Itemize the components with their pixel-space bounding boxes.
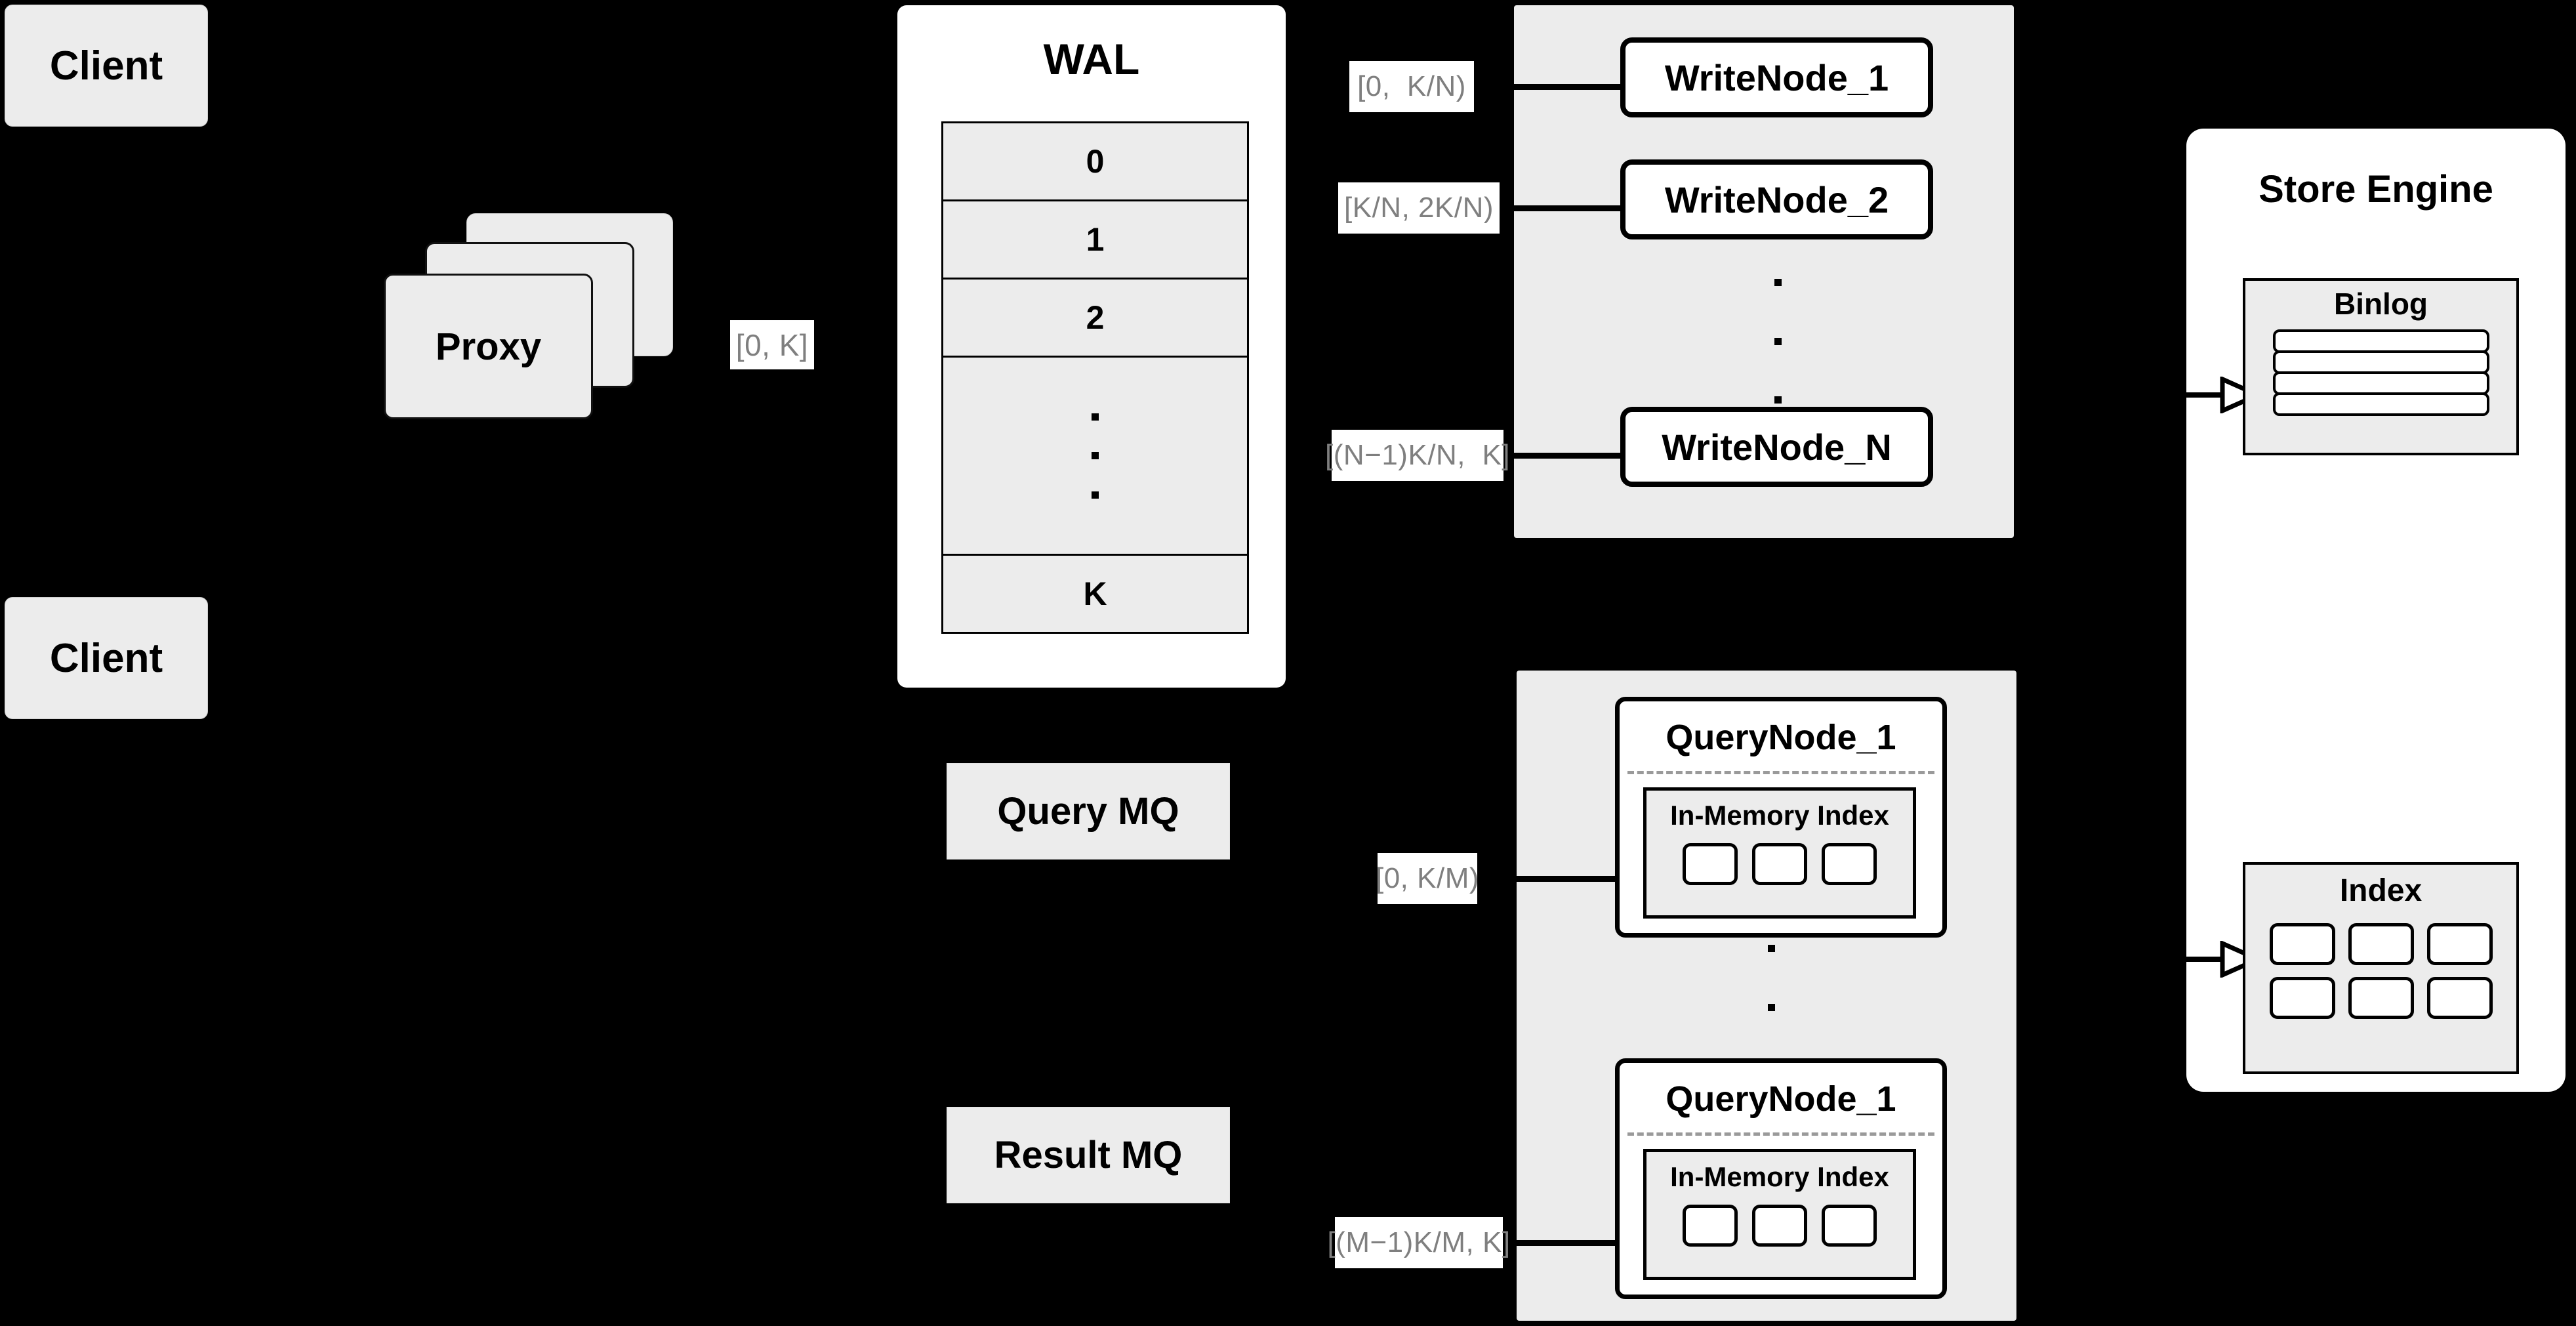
index-slot[interactable] (2426, 923, 2493, 965)
binlog-slot-stack (2272, 329, 2489, 416)
binlog-panel: Binlog (2243, 278, 2519, 455)
result-mq-label: Result MQ (994, 1134, 1183, 1176)
hollow-arrow-icon (2220, 377, 2260, 413)
write-node-n[interactable]: WriteNode_N (1620, 407, 1933, 487)
ellipsis-dot (1092, 491, 1099, 499)
proxy-label: Proxy (435, 325, 542, 368)
proxy-node[interactable]: Proxy (384, 274, 593, 419)
query-node-m-divider (1627, 1132, 1934, 1136)
write-node-2-label: WriteNode_2 (1664, 178, 1889, 220)
ellipsis-dot (1092, 452, 1099, 459)
index-slot[interactable] (2269, 977, 2335, 1019)
index-slot[interactable] (1683, 843, 1738, 885)
store-engine-title: Store Engine (2259, 167, 2493, 211)
edge-label-proxy-to-wal: [0, K] (730, 320, 814, 369)
index-slot[interactable] (2348, 923, 2414, 965)
ellipsis-dot (1767, 945, 1775, 952)
binlog-slot[interactable] (2272, 329, 2489, 353)
in-memory-index-m: In-Memory Index (1643, 1149, 1916, 1280)
binlog-slot[interactable] (2272, 392, 2489, 416)
edge-label-query-node-1: [0, K/M) (1376, 853, 1479, 904)
wal-title: WAL (1043, 35, 1140, 83)
index-slot[interactable] (1683, 1205, 1738, 1247)
wal-row: 0 (943, 123, 1247, 201)
hollow-arrow-icon (2220, 941, 2260, 978)
arrow-to-binlog (2179, 374, 2264, 416)
query-node-1-label: QueryNode_1 (1666, 718, 1896, 757)
index-slot[interactable] (1752, 843, 1807, 885)
index-slot[interactable] (1822, 1205, 1877, 1247)
wal-row: K (1083, 575, 1107, 612)
index-slot-grid (2269, 923, 2493, 1019)
proxy-stack[interactable]: Proxy (384, 213, 673, 430)
client-node-2-label: Client (49, 635, 163, 681)
query-mq-label: Query MQ (997, 790, 1179, 833)
in-memory-index-m-slots (1646, 1205, 1913, 1247)
result-mq-node[interactable]: Result MQ (947, 1107, 1230, 1203)
ellipsis-dot (1774, 337, 1782, 345)
index-slot[interactable] (2348, 977, 2414, 1019)
wal-row-ellipsis (943, 358, 1247, 556)
query-node-m-label: QueryNode_1 (1666, 1079, 1896, 1119)
index-slot[interactable] (1822, 843, 1877, 885)
binlog-slot[interactable] (2272, 371, 2489, 395)
write-node-1[interactable]: WriteNode_1 (1620, 37, 1933, 117)
in-memory-index-1: In-Memory Index (1643, 787, 1916, 919)
ellipsis-dot (1774, 279, 1782, 286)
index-slot[interactable] (2426, 977, 2493, 1019)
client-node-1-label: Client (49, 43, 163, 89)
index-title: Index (2339, 873, 2423, 908)
client-node-2[interactable]: Client (5, 597, 208, 719)
arrow-to-index (2179, 938, 2264, 980)
ellipsis-dot (1092, 413, 1099, 421)
write-node-ellipsis-dots (1771, 279, 1784, 404)
binlog-title: Binlog (2333, 287, 2428, 321)
index-panel: Index (2243, 862, 2519, 1074)
ellipsis-dot (1767, 1003, 1775, 1011)
wal-entry-table: 0 1 2 K (941, 121, 1249, 634)
write-node-n-label: WriteNode_N (1662, 426, 1892, 468)
write-node-1-label: WriteNode_1 (1664, 56, 1889, 98)
edge-label-write-node-n: [(N−1)K/N, K] (1325, 430, 1510, 481)
query-node-ellipsis-dots (1765, 945, 1778, 1069)
wal-row: 2 (943, 280, 1247, 358)
in-memory-index-1-label: In-Memory Index (1670, 800, 1889, 831)
binlog-slot[interactable] (2272, 350, 2489, 374)
query-node-1-divider (1627, 771, 1934, 774)
in-memory-index-m-label: In-Memory Index (1670, 1161, 1889, 1192)
index-slot[interactable] (2269, 923, 2335, 965)
query-mq-node[interactable]: Query MQ (947, 763, 1230, 860)
edge-label-write-node-1: [0, K/N) (1349, 61, 1474, 112)
write-node-2[interactable]: WriteNode_2 (1620, 159, 1933, 239)
in-memory-index-1-slots (1646, 843, 1913, 885)
wal-ellipsis-dots (1092, 413, 1099, 499)
wal-row: 1 (943, 201, 1247, 280)
edge-label-write-node-2: [K/N, 2K/N) (1338, 182, 1500, 234)
ellipsis-dot (1774, 396, 1782, 404)
edge-label-query-node-m: [(M−1)K/M, K] (1327, 1217, 1510, 1268)
index-slot[interactable] (1752, 1205, 1807, 1247)
client-node-1[interactable]: Client (5, 5, 208, 127)
